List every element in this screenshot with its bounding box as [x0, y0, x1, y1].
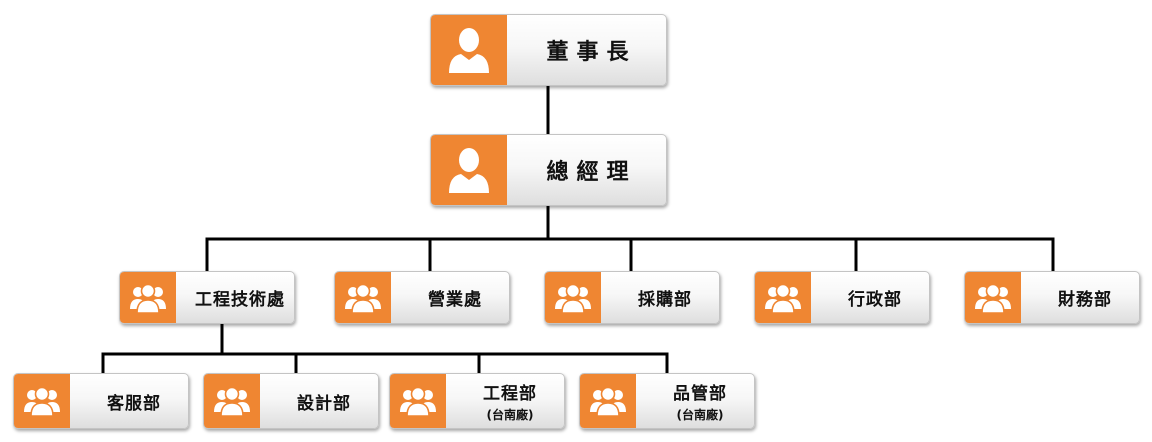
node-sublabel: (台南廠)	[486, 408, 534, 422]
node-qc-tainan: 品管部 (台南廠)	[579, 373, 755, 429]
node-purchasing: 採購部	[544, 271, 720, 324]
node-label: 財務部	[1058, 290, 1112, 310]
node-chairman: 董事長	[430, 14, 667, 86]
group-icon	[765, 283, 801, 314]
node-eng-tech: 工程技術處	[119, 271, 295, 324]
node-engineering-tainan: 工程部 (台南廠)	[389, 373, 565, 429]
group-icon	[975, 283, 1011, 314]
node-design: 設計部	[203, 373, 379, 429]
node-label: 品管部	[673, 384, 727, 404]
node-label: 客服部	[107, 393, 161, 414]
node-label: 採購部	[638, 290, 692, 310]
node-admin: 行政部	[754, 271, 930, 324]
person-icon	[449, 28, 489, 73]
group-icon	[590, 386, 626, 417]
group-icon	[214, 386, 250, 417]
node-label: 董事長	[546, 40, 637, 65]
node-label: 總經理	[546, 160, 637, 185]
node-customer-service: 客服部	[13, 373, 189, 429]
group-icon	[24, 386, 60, 417]
node-label: 工程技術處	[195, 290, 285, 310]
node-sublabel: (台南廠)	[676, 408, 724, 422]
node-label: 行政部	[848, 290, 902, 310]
node-sales: 營業處	[334, 271, 510, 324]
group-icon	[555, 283, 591, 314]
node-general-manager: 總經理	[430, 134, 667, 206]
group-icon	[345, 283, 381, 314]
group-icon	[130, 283, 166, 314]
node-finance: 財務部	[964, 271, 1140, 324]
node-label: 設計部	[297, 393, 351, 414]
group-icon	[400, 386, 436, 417]
person-icon	[449, 148, 489, 193]
node-label: 工程部	[483, 384, 537, 404]
node-label: 營業處	[428, 290, 482, 310]
